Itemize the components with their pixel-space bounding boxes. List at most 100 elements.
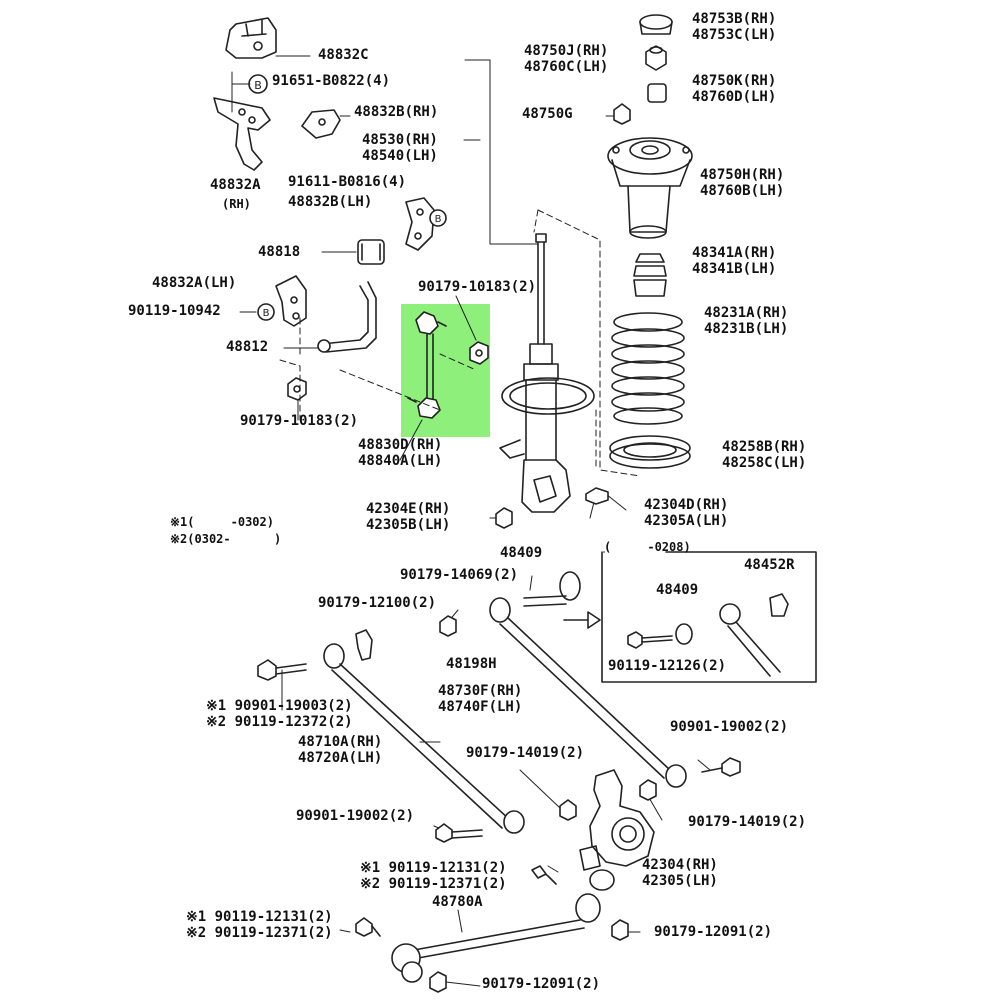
- bolt-90901-19003: [257, 659, 307, 681]
- insulator-48258b: [609, 435, 691, 469]
- label-48231b: 48231B(LH): [704, 321, 789, 337]
- label-inset-range: ( -0208): [604, 540, 691, 554]
- label-48760b: 48760B(LH): [700, 183, 785, 199]
- washer-48409: [523, 571, 581, 607]
- label-90119-12371-a: ※2 90119-12371(2): [360, 876, 507, 892]
- label-48341b: 48341B(LH): [692, 261, 777, 277]
- dust-cover-48753b: [639, 14, 673, 35]
- label-48740f: 48740F(LH): [438, 699, 523, 715]
- label-90119-12131-a: ※1 90119-12131(2): [360, 860, 507, 876]
- bracket-48832a-lh: [275, 275, 307, 327]
- label-90119-12131-b: ※1 90119-12131(2): [186, 909, 333, 925]
- label-48258b: 48258B(RH): [722, 439, 807, 455]
- nut-90179-12091-bottom: [429, 971, 447, 993]
- label-48832b-rh: 48832B(RH): [354, 104, 439, 120]
- label-48753c: 48753C(LH): [692, 27, 777, 43]
- label-42305: 42305(LH): [642, 873, 718, 889]
- shock-absorber-48530: [499, 233, 595, 513]
- nut-90179-10183-lower: [287, 377, 307, 401]
- nut-90179-12100: [439, 615, 457, 637]
- label-48530: 48530(RH): [362, 132, 438, 148]
- label-90901-19002-left: 90901-19002(2): [296, 808, 415, 824]
- label-90119-12126: 90119-12126(2): [608, 658, 727, 674]
- label-90179-10183-top: 90179-10183(2): [418, 279, 537, 295]
- leader-lines: [231, 55, 711, 987]
- label-90179-14019-mid: 90179-14019(2): [466, 745, 585, 761]
- arm-48710a: [323, 643, 525, 834]
- label-91611-b0816: 91611-B0816(4): [288, 174, 407, 190]
- label-48720a: 48720A(LH): [298, 750, 383, 766]
- label-48832b-lh: 48832B(LH): [288, 194, 373, 210]
- label-42305b: 42305B(LH): [366, 517, 451, 533]
- label-rh: (RH): [222, 197, 251, 211]
- cushion-48750k: [647, 83, 667, 103]
- label-42304: 42304(RH): [642, 857, 718, 873]
- svg-text:B: B: [263, 308, 270, 319]
- label-48812: 48812: [226, 339, 269, 355]
- label-90179-10183-bottom: 90179-10183(2): [240, 413, 359, 429]
- bracket-48832b-lh: [405, 197, 435, 251]
- carrier-42304: [579, 769, 655, 871]
- label-48832a-lh: 48832A(LH): [152, 275, 237, 291]
- label-42304d: 42304D(RH): [644, 497, 729, 513]
- bushing-48818: [357, 239, 385, 265]
- bolt-b-icon: B: [248, 74, 268, 94]
- bolt-b-icon-3: B: [257, 303, 275, 321]
- arm-48780a: [391, 893, 601, 983]
- label-48710a: 48710A(RH): [298, 734, 383, 750]
- label-90179-14019-right: 90179-14019(2): [688, 814, 807, 830]
- label-48730f: 48730F(RH): [438, 683, 523, 699]
- label-48198h: 48198H: [446, 656, 497, 672]
- bracket-48832b-rh: [301, 109, 341, 139]
- label-91651-b0822: 91651-B0822(4): [272, 73, 391, 89]
- label-42304e: 42304E(RH): [366, 501, 451, 517]
- support-48750h: [607, 137, 693, 239]
- label-90119-12371-b: ※2 90119-12371(2): [186, 925, 333, 941]
- label-48258c: 48258C(LH): [722, 455, 807, 471]
- label-48840a: 48840A(LH): [358, 453, 443, 469]
- arm-48730f: [489, 597, 687, 788]
- bolt-42304d: [585, 487, 609, 505]
- svg-text:B: B: [254, 79, 262, 92]
- label-48832c: 48832C: [318, 47, 369, 63]
- label-90119-12372: ※2 90119-12372(2): [206, 714, 353, 730]
- label-48341a: 48341A(RH): [692, 245, 777, 261]
- label-48750j: 48750J(RH): [524, 43, 609, 59]
- coil-spring-48231a: [611, 312, 685, 425]
- label-48750g: 48750G: [522, 106, 573, 122]
- bump-stopper-48341a: [633, 253, 667, 297]
- note-2: ※2(0302- ): [170, 532, 282, 546]
- label-48760d: 48760D(LH): [692, 89, 777, 105]
- label-42305a: 42305A(LH): [644, 513, 729, 529]
- nut-42304e: [495, 507, 513, 529]
- label-48452r: 48452R: [744, 557, 795, 573]
- bolt-90901-19002-right: [701, 757, 741, 777]
- nut-90179-14019-right: [639, 779, 657, 801]
- label-48750h: 48750H(RH): [700, 167, 785, 183]
- bolt-b-icon-2: B: [429, 209, 447, 227]
- bolt-90119-12131-a: [531, 865, 557, 885]
- nut-48750j: [645, 45, 667, 71]
- label-48760c: 48760C(LH): [524, 59, 609, 75]
- label-48540: 48540(LH): [362, 148, 438, 164]
- label-90901-19003: ※1 90901-19003(2): [206, 698, 353, 714]
- label-48780a: 48780A: [432, 894, 483, 910]
- bracket-48832c: [225, 17, 277, 59]
- nut-90179-10183-upper: [469, 341, 489, 365]
- label-90901-19002-right: 90901-19002(2): [670, 719, 789, 735]
- bolt-90119-12131-b: [355, 917, 381, 937]
- inset-box: [563, 551, 817, 683]
- label-90179-12091-bottom: 90179-12091(2): [482, 976, 601, 992]
- label-90119-10942: 90119-10942: [128, 303, 221, 319]
- label-90179-12091-right: 90179-12091(2): [654, 924, 773, 940]
- stabilizer-bar-48812: [317, 281, 377, 353]
- bolt-90901-19002-left: [435, 823, 483, 843]
- label-48409-top: 48409: [500, 545, 543, 561]
- nut-90179-12091-right: [611, 919, 629, 941]
- label-48832a-rh: 48832A: [210, 177, 261, 193]
- label-48231a: 48231A(RH): [704, 305, 789, 321]
- label-90179-14069: 90179-14069(2): [400, 567, 519, 583]
- svg-text:B: B: [435, 214, 442, 225]
